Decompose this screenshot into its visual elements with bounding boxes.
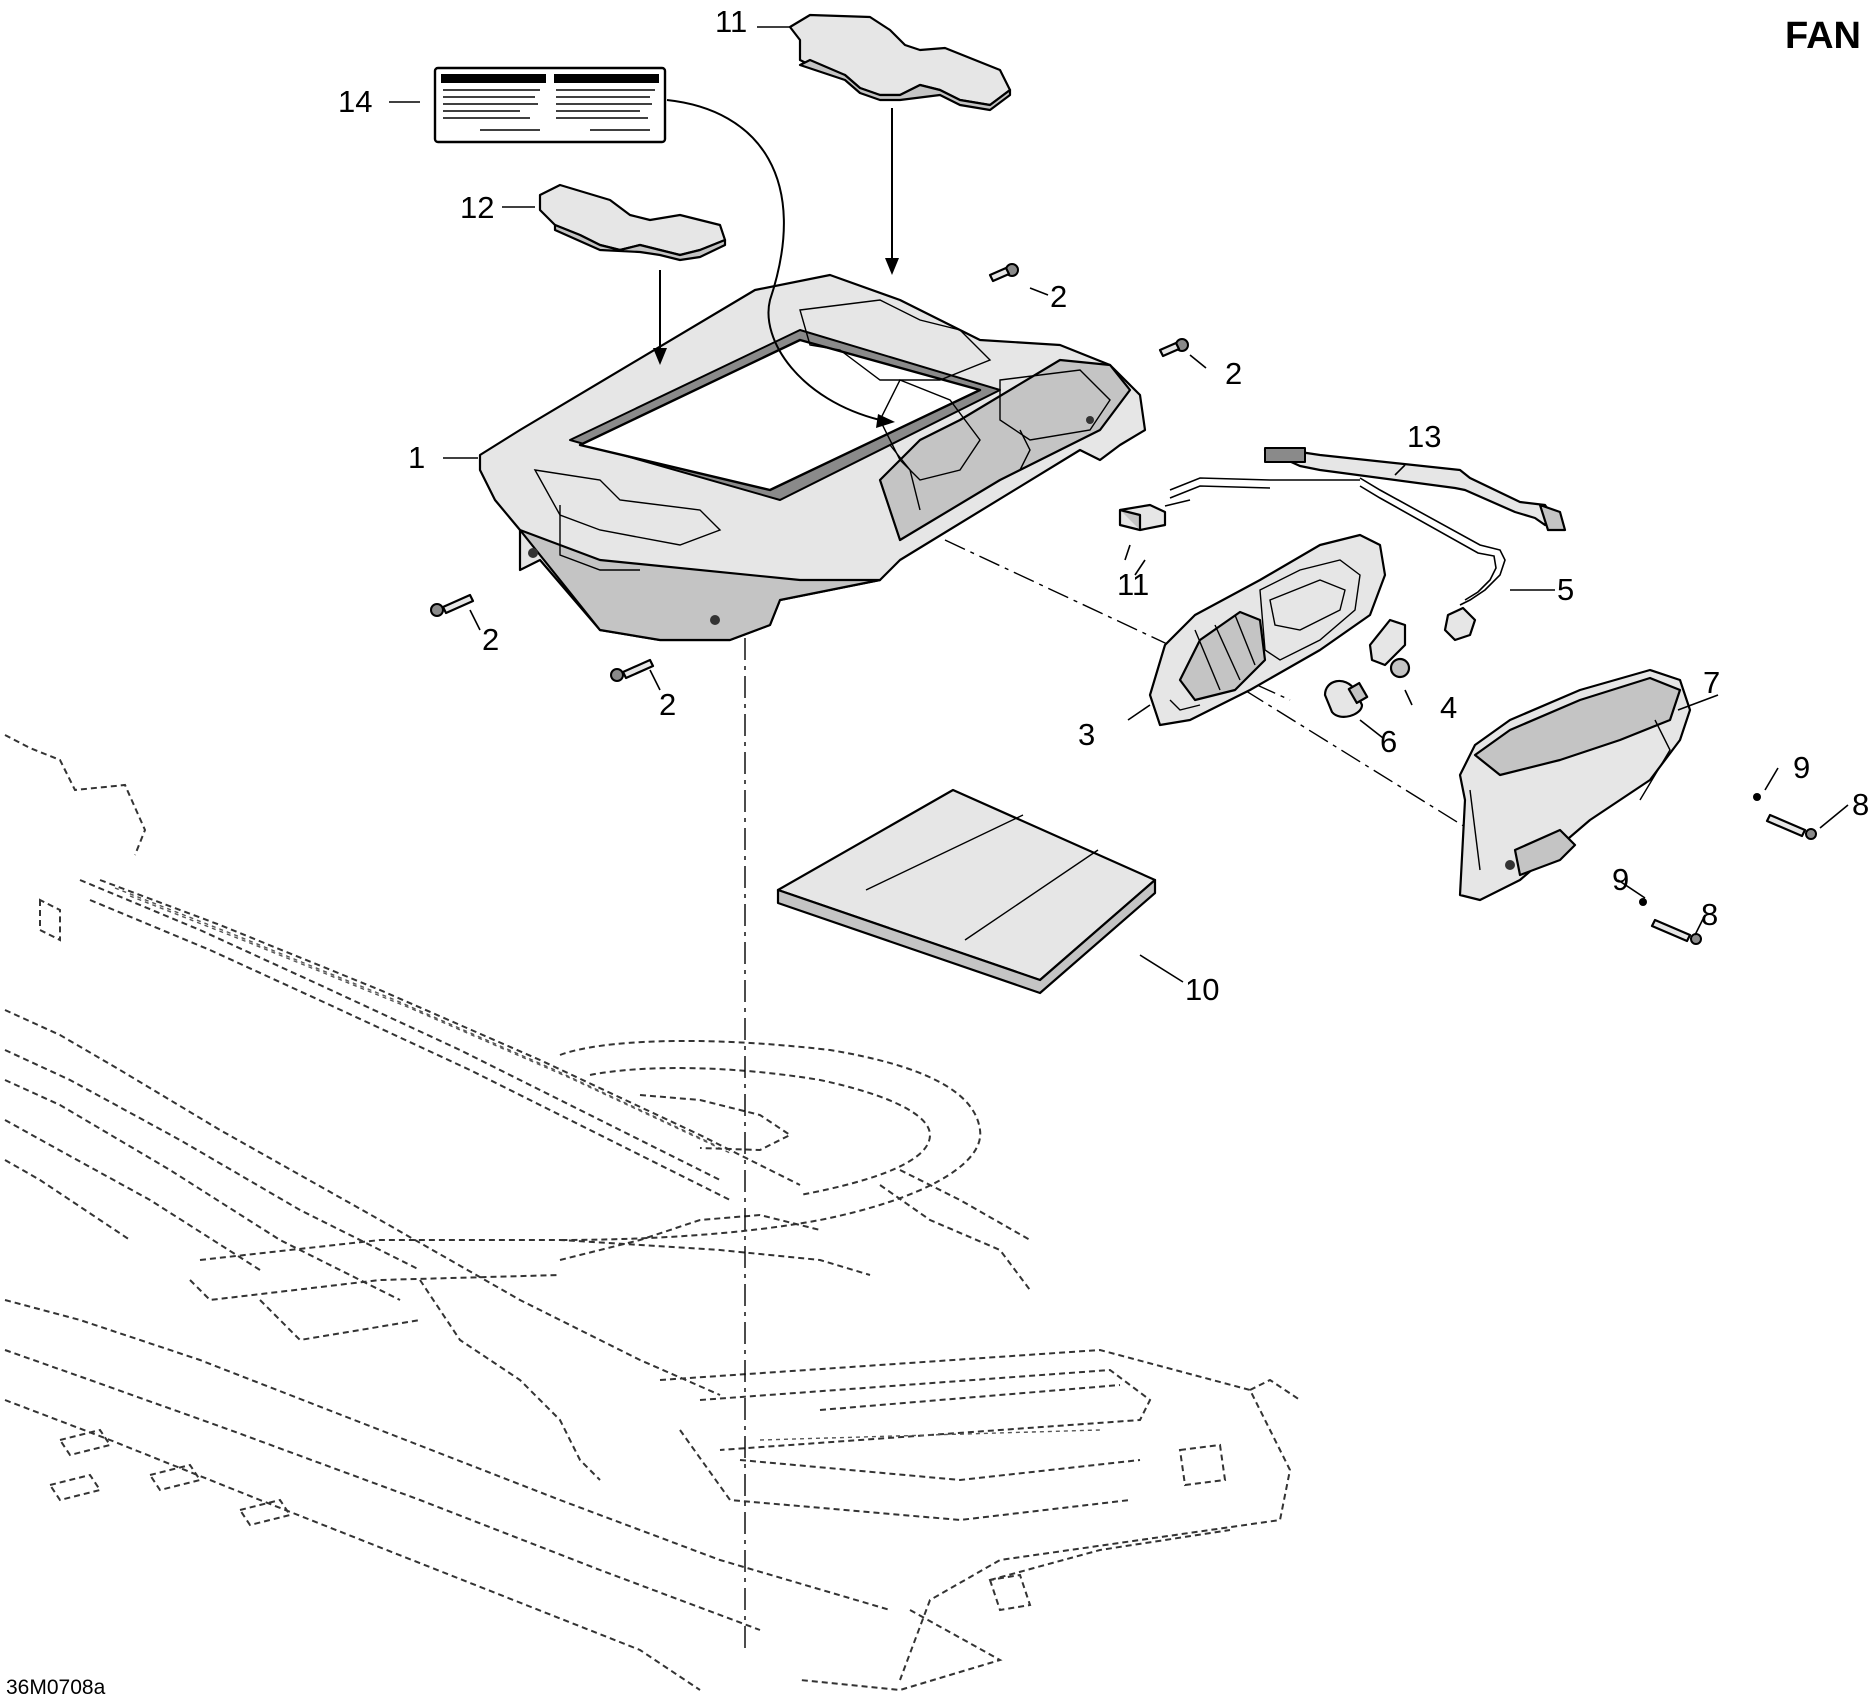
callout-7: 7 — [1703, 665, 1720, 700]
callout-2: 2 — [659, 687, 676, 722]
mat-pad — [776, 788, 1157, 995]
screw-icon — [1650, 918, 1702, 945]
callout-11: 12 — [460, 190, 494, 225]
lens-hardware — [1639, 793, 1817, 945]
taillight-lens — [1458, 668, 1692, 902]
bulb-socket — [1368, 618, 1411, 679]
decal-pad-left — [538, 183, 727, 262]
callout-2: 2 — [1050, 279, 1067, 314]
callout-2: 2 — [482, 622, 499, 657]
phantom-lines — [744, 539, 1556, 1650]
label-header-en — [441, 74, 546, 83]
screw-icon — [1158, 338, 1189, 358]
screw-icon — [430, 593, 475, 617]
lens-screw-hole-icon — [1505, 860, 1515, 870]
callout-2: 2 — [1225, 356, 1242, 391]
callout-14: 14 — [338, 84, 372, 119]
luggage-rack — [478, 273, 1147, 642]
callout-11: 11 — [715, 4, 747, 39]
washer-icon — [1753, 793, 1761, 801]
decal-pad-top — [788, 13, 1012, 112]
screw-icon — [988, 263, 1019, 283]
callout-4: 4 — [1440, 690, 1457, 725]
mount-hole-icon — [1086, 416, 1094, 424]
callout-10: 11 — [1117, 567, 1149, 602]
callout-6: 6 — [1380, 724, 1397, 759]
washer-icon — [1639, 898, 1647, 906]
callout-9: 9 — [1793, 750, 1810, 785]
harness-plug-icon — [1264, 447, 1306, 463]
wire-connector — [1118, 503, 1167, 532]
screws — [430, 263, 1189, 682]
wiring-harness — [1164, 447, 1567, 642]
screw-icon — [610, 658, 655, 682]
screw-icon — [1765, 813, 1817, 840]
callout-5: 5 — [1557, 572, 1574, 607]
leader-lines — [389, 26, 1849, 983]
callout-8: 8 — [1852, 787, 1869, 822]
figure-id: 36M0708a — [6, 1676, 106, 1699]
taillight-housing — [1148, 533, 1387, 727]
model-label: FAN — [1785, 15, 1861, 57]
callout-8: 8 — [1701, 897, 1718, 932]
bulb — [1323, 679, 1369, 718]
callout-12: 10 — [1185, 972, 1219, 1007]
mount-hole-icon — [710, 615, 720, 625]
callout-13: 13 — [1407, 419, 1441, 454]
chassis-frame — [4, 734, 1301, 1692]
callout-1: 1 — [408, 440, 425, 475]
mount-hole-icon — [528, 548, 538, 558]
callout-3: 3 — [1078, 717, 1095, 752]
label-header-fr — [554, 74, 659, 83]
callout-9: 9 — [1612, 862, 1629, 897]
warning-label — [433, 66, 667, 144]
label-outline — [433, 66, 667, 144]
